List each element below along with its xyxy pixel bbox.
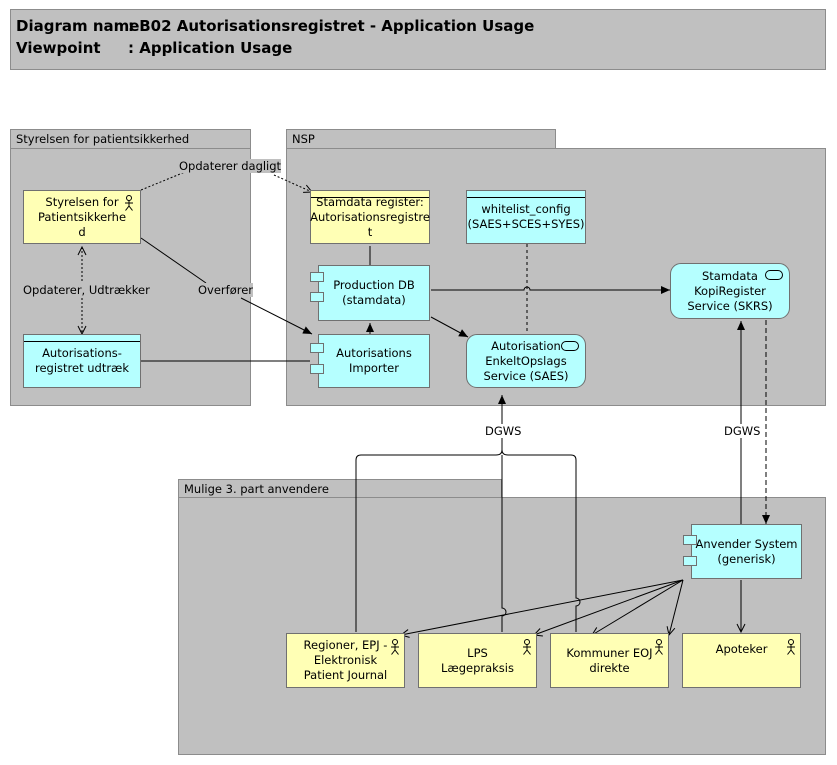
node-saes-label: Autorisation EnkeltOpslags Service (SAES… bbox=[483, 338, 569, 383]
actor-icon bbox=[391, 639, 399, 655]
edge-anvender-lps bbox=[534, 579, 684, 635]
node-saes[interactable]: Autorisation EnkeltOpslags Service (SAES… bbox=[466, 334, 586, 388]
group-tab-mulige[interactable]: Mulige 3. part anvendere bbox=[178, 479, 502, 499]
node-regioner[interactable]: Regioner, EPJ - Elektronisk Patient Jour… bbox=[286, 633, 405, 688]
node-stamdata-register[interactable]: Stamdata register: Autorisationsregistre… bbox=[310, 190, 430, 244]
actor-icon bbox=[655, 639, 663, 655]
edge-label-opdaterer-dagligt: Opdaterer dagligt bbox=[179, 159, 282, 173]
diagram-header: Diagram name : B02 Autorisationsregistre… bbox=[10, 9, 826, 70]
node-whitelist-label: whitelist_config (SAES+SCES+SYES) bbox=[467, 202, 585, 231]
service-icon bbox=[765, 270, 783, 280]
node-apoteker-label: Apoteker bbox=[715, 642, 768, 656]
component-icon bbox=[310, 272, 324, 282]
data-object-header-line bbox=[311, 197, 429, 198]
edge-label-opdaterer-udtraekker: Opdaterer, Udtrækker bbox=[23, 283, 150, 297]
edge-overforer-a bbox=[140, 237, 207, 284]
edge-anvender-kommuner bbox=[592, 579, 684, 635]
component-icon bbox=[310, 292, 324, 302]
edge-productiondb-saes bbox=[430, 316, 469, 338]
node-anvender-system-label: Anvender System (generisk) bbox=[695, 536, 798, 566]
diagram-name-value: : B02 Autorisationsregistret - Applicati… bbox=[128, 17, 535, 35]
component-icon bbox=[683, 556, 697, 566]
node-importer[interactable]: Autorisations Importer bbox=[318, 334, 430, 388]
viewpoint-label: Viewpoint bbox=[16, 39, 101, 57]
node-anvender-system[interactable]: Anvender System (generisk) bbox=[691, 524, 802, 579]
component-icon bbox=[310, 364, 324, 374]
edge-dgws-kommuner bbox=[501, 449, 581, 632]
edge-anvender-kommuner-right bbox=[669, 579, 684, 635]
service-icon bbox=[561, 341, 579, 351]
edge-opdaterer-dagligt-a bbox=[140, 171, 186, 191]
edge-label-dgws-right: DGWS bbox=[724, 424, 761, 438]
node-lps-label: LPS Lægepraksis bbox=[441, 645, 514, 675]
component-icon bbox=[310, 343, 324, 353]
node-styrelsen-actor[interactable]: Styrelsen for Patientsikkerhe d bbox=[23, 190, 141, 244]
node-production-db-label: Production DB (stamdata) bbox=[333, 278, 415, 307]
actor-icon bbox=[523, 639, 531, 655]
edge-overforer-b bbox=[240, 297, 313, 335]
node-skrs-label: Stamdata KopiRegister Service (SKRS) bbox=[687, 268, 773, 313]
node-skrs[interactable]: Stamdata KopiRegister Service (SKRS) bbox=[670, 263, 790, 319]
edge-label-overforer: Overfører bbox=[198, 283, 254, 297]
edge-anvender-regioner bbox=[401, 579, 684, 635]
edge-label-dgws-left: DGWS bbox=[485, 424, 522, 438]
actor-icon bbox=[787, 639, 795, 655]
node-apoteker[interactable]: Apoteker bbox=[682, 633, 801, 688]
data-object-header-line bbox=[24, 341, 140, 342]
node-kommuner-label: Kommuner EOJ direkte bbox=[566, 645, 653, 675]
node-styrelsen-actor-label: Styrelsen for Patientsikkerhe d bbox=[37, 194, 127, 239]
node-udtraek-label: Autorisations- registret udtræk bbox=[34, 346, 130, 375]
node-importer-label: Autorisations Importer bbox=[336, 346, 412, 375]
viewpoint-value: : Application Usage bbox=[128, 39, 293, 57]
data-object-header-line bbox=[467, 197, 585, 198]
node-production-db[interactable]: Production DB (stamdata) bbox=[318, 265, 430, 321]
diagram-name-label: Diagram name bbox=[16, 17, 140, 35]
edge-dgws-lps bbox=[501, 455, 507, 632]
group-tab-nsp[interactable]: NSP bbox=[286, 129, 556, 149]
edge-opdaterer-dagligt-b bbox=[273, 174, 312, 192]
node-whitelist[interactable]: whitelist_config (SAES+SCES+SYES) bbox=[466, 190, 586, 244]
node-lps[interactable]: LPS Lægepraksis bbox=[418, 633, 537, 688]
node-stamdata-register-label: Stamdata register: Autorisationsregistre… bbox=[310, 194, 430, 239]
component-icon bbox=[683, 535, 697, 545]
node-udtraek[interactable]: Autorisations- registret udtræk bbox=[23, 334, 141, 388]
edge-dgws-regioner bbox=[355, 395, 506, 632]
node-kommuner[interactable]: Kommuner EOJ direkte bbox=[550, 633, 669, 688]
edge-productiondb-skrs bbox=[431, 286, 670, 294]
node-regioner-label: Regioner, EPJ - Elektronisk Patient Jour… bbox=[303, 638, 388, 682]
actor-icon bbox=[125, 195, 133, 211]
